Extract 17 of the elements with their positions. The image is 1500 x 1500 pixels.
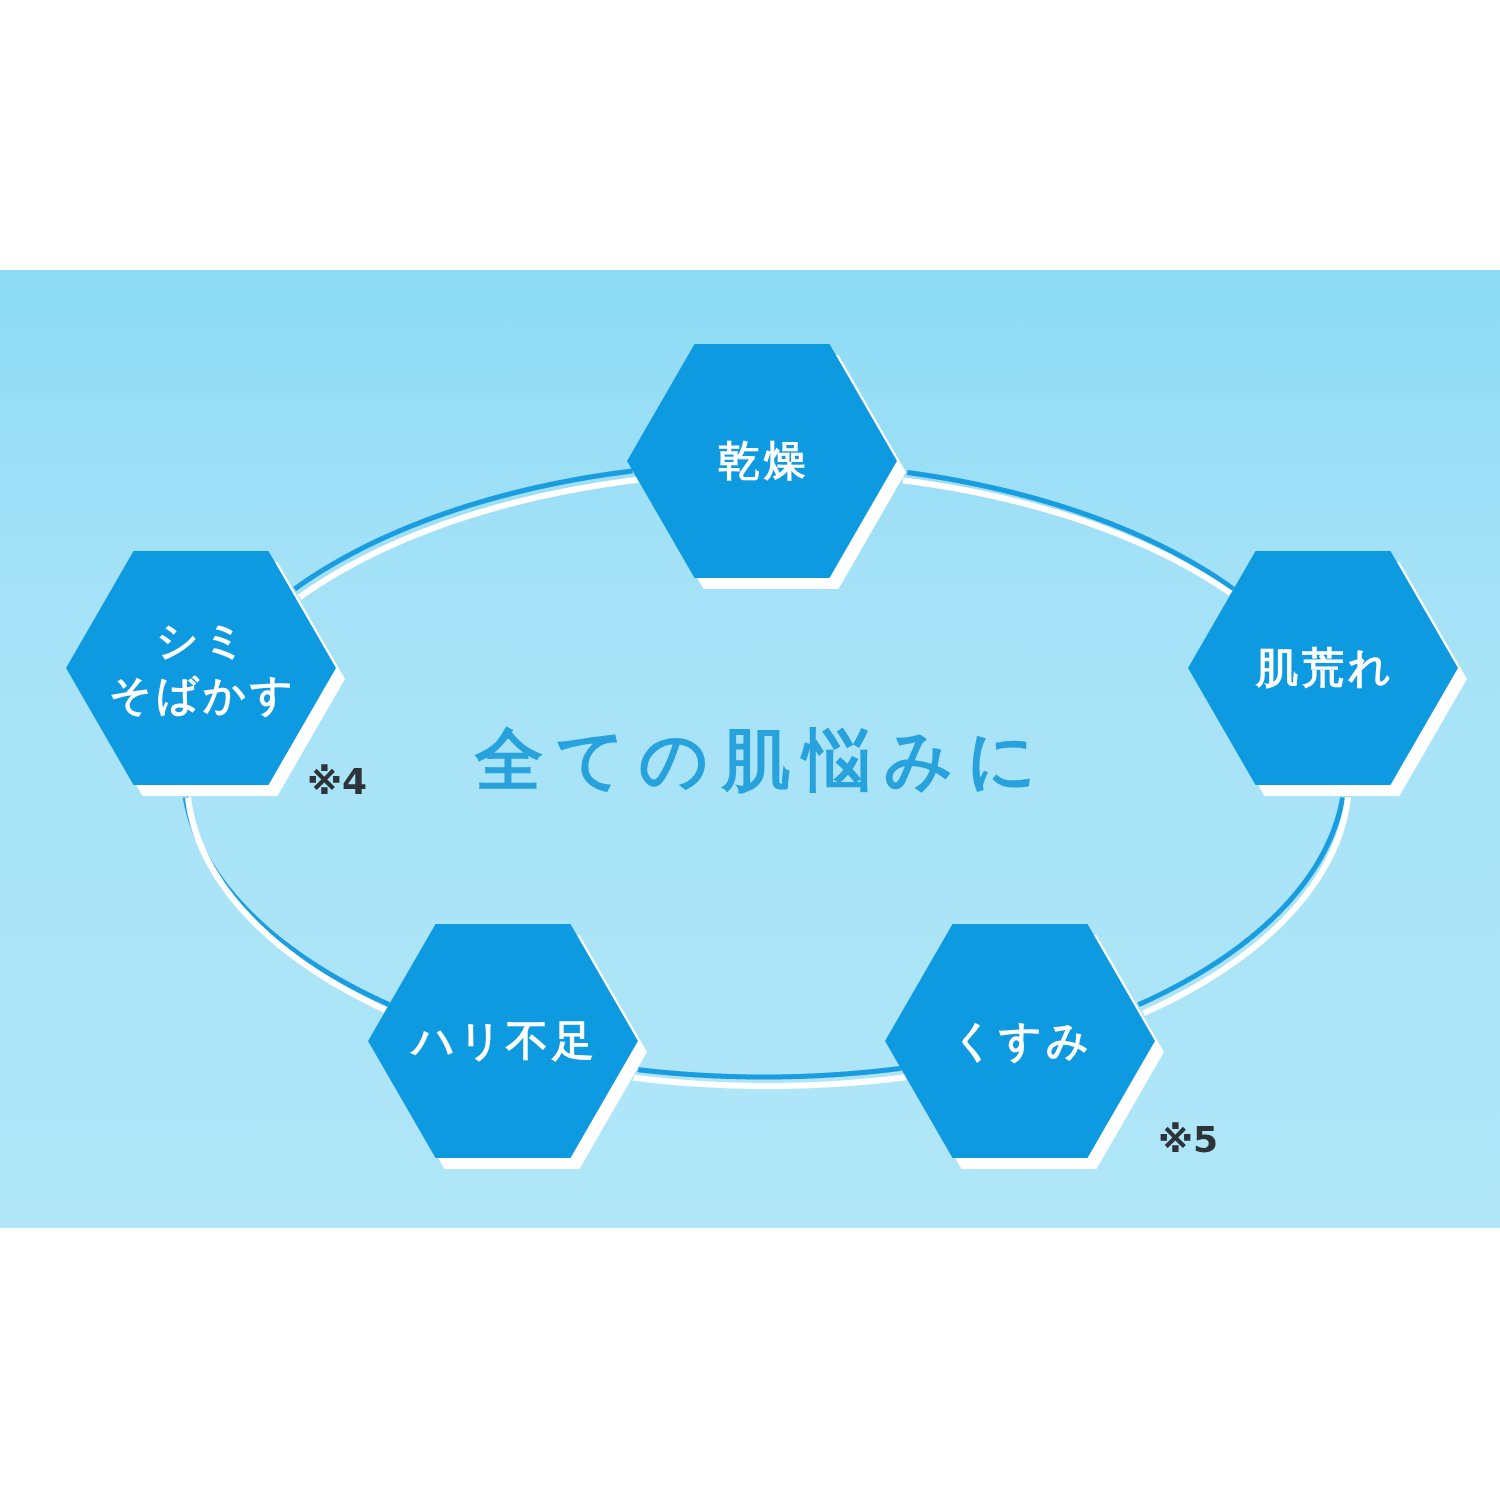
ring-connector — [1136, 794, 1351, 1017]
footnote-mark: ※4 — [307, 762, 368, 802]
concern-label: ハリ不足 — [409, 1015, 598, 1067]
ring-connector — [292, 468, 641, 601]
concern-label: くすみ — [950, 1015, 1093, 1067]
ring-connector — [182, 794, 392, 1014]
slogan-heading: 全ての肌悩みに — [474, 720, 1050, 800]
footnote-mark: ※5 — [1158, 1120, 1219, 1160]
ring-connector — [900, 470, 1236, 597]
concern-label: シミ — [155, 615, 250, 667]
concern-label: 肌荒れ — [1254, 642, 1395, 694]
concern-label: そばかす — [108, 669, 297, 721]
ring-connector — [630, 1065, 909, 1089]
hexagon — [627, 344, 906, 589]
hexagon — [1188, 551, 1467, 796]
hexagon — [368, 924, 647, 1169]
concern-label: 乾燥 — [717, 435, 810, 487]
